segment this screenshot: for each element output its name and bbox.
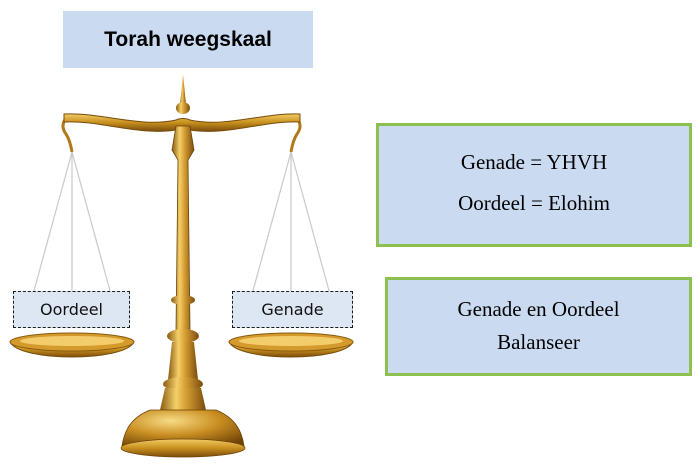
- definition-genade: Genade = YHVH: [460, 150, 608, 174]
- right-hook: [289, 117, 302, 153]
- balance-line-2: Balanseer: [497, 330, 580, 354]
- balance-box: Genade en Oordeel Balanseer: [385, 277, 692, 376]
- left-pan-strings: [31, 151, 113, 299]
- left-hook: [61, 117, 74, 153]
- scale-finial: [180, 74, 186, 104]
- right-pan-label-text: Genade: [261, 300, 324, 319]
- definition-oordeel: Oordeel = Elohim: [458, 191, 610, 215]
- right-pan-label: Genade: [232, 291, 353, 328]
- diagram-title-text: Torah weegskaal: [104, 27, 272, 51]
- definitions-box: Genade = YHVH Oordeel = Elohim: [376, 123, 692, 247]
- diagram-title: Torah weegskaal: [63, 11, 313, 68]
- left-pan-label-text: Oordeel: [40, 300, 103, 319]
- left-pan: [9, 332, 135, 358]
- right-pan: [228, 332, 354, 358]
- left-pan-label: Oordeel: [13, 291, 130, 328]
- balance-line-1: Genade en Oordeel: [457, 297, 620, 321]
- balance-beam: [63, 113, 301, 132]
- right-pan-strings: [250, 151, 332, 299]
